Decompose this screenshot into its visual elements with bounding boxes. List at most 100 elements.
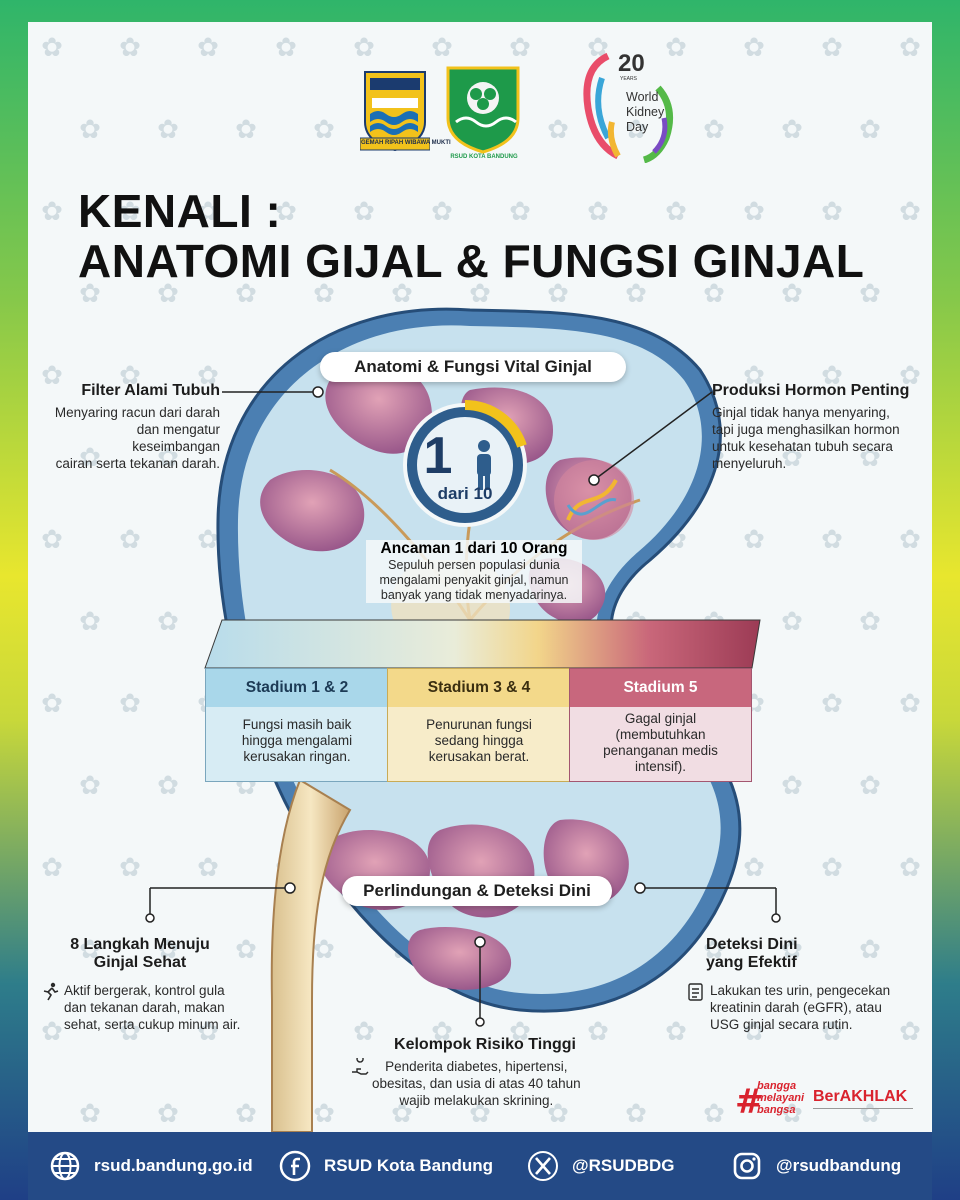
threat-line-3: banyak yang tidak menyadarinya.: [380, 588, 568, 602]
flower-pattern-icon: ✿: [899, 1017, 921, 1047]
early-detection-block: Deteksi Dini yang Efektif Lakukan tes ur…: [686, 936, 916, 1033]
flower-pattern-icon: ✿: [235, 1099, 257, 1129]
risk-line-1: Penderita diabetes, hipertensi,: [385, 1059, 568, 1074]
healthy-title-2: Ginjal Sehat: [93, 954, 187, 971]
berakhlak-logo: BerAKHLAK: [813, 1088, 908, 1105]
stat-number: 1: [423, 427, 453, 485]
flower-pattern-icon: ✿: [821, 197, 843, 227]
footer-x[interactable]: @RSUDBDG: [524, 1147, 675, 1185]
flower-pattern-icon: ✿: [157, 115, 179, 145]
flower-pattern-icon: ✿: [197, 361, 219, 391]
hand-icon: [352, 1058, 369, 1075]
flower-pattern-icon: ✿: [547, 1099, 569, 1129]
flower-pattern-icon: ✿: [781, 443, 803, 473]
flower-pattern-icon: ✿: [79, 279, 101, 309]
flower-pattern-icon: ✿: [899, 853, 921, 883]
logo-row: GEMAH RIPAH WIBAWA MUKTI RSUD KOTA BANDU…: [360, 48, 690, 164]
stage-3-4-line-2: sedang hingga: [434, 733, 524, 748]
flower-pattern-icon: ✿: [41, 689, 63, 719]
flower-pattern-icon: ✿: [665, 33, 687, 63]
flower-pattern-icon: ✿: [743, 1017, 765, 1047]
bandung-city-logo: [360, 71, 430, 152]
stage-3-4: Stadium 3 & 4 Penurunan fungsi sedang hi…: [387, 668, 571, 782]
detection-line-2: kreatinin darah (eGFR), atau: [710, 1000, 882, 1015]
tissue-band: [204, 619, 761, 669]
healthy-steps-block: 8 Langkah Menuju Ginjal Sehat Aktif berg…: [40, 936, 260, 1033]
flower-pattern-icon: ✿: [821, 525, 843, 555]
flower-pattern-icon: ✿: [275, 197, 297, 227]
bangga-melayani-logo: # bangga melayani bangsa BerAKHLAK: [735, 1080, 915, 1126]
flower-pattern-icon: ✿: [431, 197, 453, 227]
flower-pattern-icon: ✿: [899, 197, 921, 227]
flower-pattern-icon: ✿: [781, 935, 803, 965]
stage-1-2-line-3: kerusakan ringan.: [243, 749, 351, 764]
flower-pattern-icon: ✿: [197, 1017, 219, 1047]
flower-pattern-icon: ✿: [859, 771, 881, 801]
flower-pattern-icon: ✿: [859, 279, 881, 309]
flower-pattern-icon: ✿: [625, 115, 647, 145]
x-text: @RSUDBDG: [572, 1156, 675, 1175]
stage-5-text: Gagal ginjal (membutuhkan penanganan med…: [570, 707, 751, 781]
hormone-line-4: menyeluruh.: [712, 456, 787, 471]
flower-pattern-icon: ✿: [119, 33, 141, 63]
globe-icon: [46, 1147, 84, 1185]
flower-pattern-icon: ✿: [703, 115, 725, 145]
flower-pattern-icon: ✿: [625, 1099, 647, 1129]
flower-pattern-icon: ✿: [469, 1099, 491, 1129]
flower-pattern-icon: ✿: [197, 853, 219, 883]
flower-pattern-icon: ✿: [703, 935, 725, 965]
wkd-text-2: Kidney: [626, 105, 665, 119]
flower-pattern-icon: ✿: [197, 33, 219, 63]
wkd-years: YEARS: [620, 76, 637, 82]
flower-pattern-icon: ✿: [119, 853, 141, 883]
flower-pattern-icon: ✿: [41, 853, 63, 883]
flower-pattern-icon: ✿: [79, 1099, 101, 1129]
flower-pattern-icon: ✿: [157, 771, 179, 801]
flower-pattern-icon: ✿: [899, 361, 921, 391]
flower-pattern-icon: ✿: [197, 525, 219, 555]
bangga-line-2: melayani: [757, 1092, 805, 1104]
flower-pattern-icon: ✿: [119, 197, 141, 227]
flower-pattern-icon: ✿: [859, 935, 881, 965]
flower-pattern-icon: ✿: [587, 197, 609, 227]
stage-3-4-line-1: Penurunan fungsi: [426, 717, 532, 732]
flower-pattern-icon: ✿: [119, 1017, 141, 1047]
flower-pattern-icon: ✿: [157, 607, 179, 637]
flower-pattern-icon: ✿: [587, 1017, 609, 1047]
hormone-line-1: Ginjal tidak hanya menyaring,: [712, 405, 890, 420]
title-line-1: KENALI :: [78, 185, 282, 237]
hormone-block: Produksi Hormon Penting Ginjal tidak han…: [712, 382, 927, 472]
hormone-title: Produksi Hormon Penting: [712, 382, 910, 399]
threat-line-2: mengalami penyakit ginjal, namun: [379, 573, 569, 587]
facebook-icon: [276, 1147, 314, 1185]
rsud-logo-text: RSUD KOTA BANDUNG: [450, 154, 518, 160]
footer-website[interactable]: rsud.bandung.go.id: [46, 1147, 253, 1185]
flower-pattern-icon: ✿: [899, 525, 921, 555]
flower-pattern-icon: ✿: [431, 1017, 453, 1047]
rsud-logo: [446, 66, 520, 154]
healthy-line-2: dan tekanan darah, makan: [64, 1000, 225, 1015]
flower-pattern-icon: ✿: [625, 279, 647, 309]
flower-pattern-icon: ✿: [781, 607, 803, 637]
flower-pattern-icon: ✿: [157, 935, 179, 965]
page-title: KENALI : ANATOMI GIJAL & FUNGSI GINJAL: [78, 186, 864, 286]
healthy-title-1: 8 Langkah Menuju: [70, 936, 210, 953]
footer-facebook[interactable]: RSUD Kota Bandung: [276, 1147, 493, 1185]
stage-3-4-text: Penurunan fungsi sedang hingga kerusakan…: [388, 707, 570, 781]
flower-pattern-icon: ✿: [119, 525, 141, 555]
flower-pattern-icon: ✿: [119, 689, 141, 719]
flower-pattern-icon: ✿: [821, 361, 843, 391]
footer-instagram[interactable]: @rsudbandung: [728, 1147, 901, 1185]
flower-pattern-icon: ✿: [743, 853, 765, 883]
flower-pattern-icon: ✿: [313, 115, 335, 145]
footer-bar: rsud.bandung.go.id RSUD Kota Bandung @RS…: [28, 1132, 932, 1200]
flower-pattern-icon: ✿: [509, 197, 531, 227]
filter-title: Filter Alami Tubuh: [81, 382, 220, 399]
hashtag-icon: #: [735, 1082, 764, 1122]
flower-pattern-icon: ✿: [41, 33, 63, 63]
stage-1-2: Stadium 1 & 2 Fungsi masih baik hingga m…: [205, 668, 389, 782]
flower-pattern-icon: ✿: [665, 1017, 687, 1047]
flower-pattern-icon: ✿: [41, 361, 63, 391]
flower-pattern-icon: ✿: [859, 607, 881, 637]
protection-pill: Perlindungan & Deteksi Dini: [342, 876, 612, 906]
